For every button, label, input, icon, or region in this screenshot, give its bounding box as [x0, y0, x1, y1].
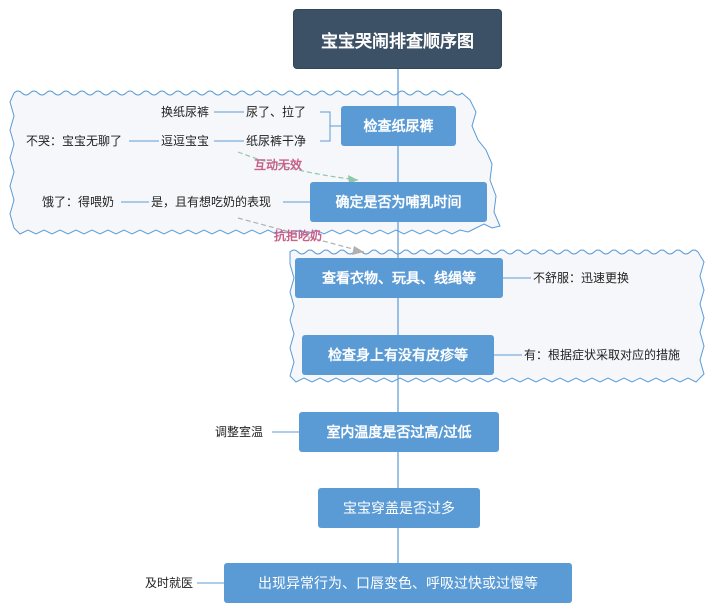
relationship-refuse-milk[interactable]: 抗拒吃奶 [274, 229, 323, 243]
step-check-rash[interactable]: 检查身上有没有皮疹等 [302, 335, 494, 375]
step-abnormal-behavior[interactable]: 出现异常行为、口唇变色、呼吸过快或过慢等 [224, 563, 572, 603]
step-room-temperature[interactable]: 室内温度是否过高/过低 [299, 412, 499, 452]
step-clothing-amount[interactable]: 宝宝穿盖是否过多 [318, 488, 480, 528]
step-feeding-time[interactable]: 确定是否为哺乳时间 [310, 182, 487, 222]
branch-wants-milk[interactable]: 是，且有想吃奶的表现 [151, 195, 272, 209]
branch-baby-bored[interactable]: 不哭：宝宝无聊了 [26, 134, 123, 148]
branch-uncomfortable-change[interactable]: 不舒服：迅速更换 [533, 271, 630, 285]
branch-hungry-feed[interactable]: 饿了：得喂奶 [42, 195, 115, 209]
branch-play-with-baby[interactable]: 逗逗宝宝 [161, 134, 210, 148]
branch-adjust-temperature[interactable]: 调整室温 [215, 425, 264, 439]
root-topic[interactable]: 宝宝哭闹排查顺序图 [294, 10, 501, 68]
branch-peed-pooped[interactable]: 尿了、拉了 [246, 105, 307, 119]
step-check-diaper[interactable]: 检查纸尿裤 [341, 106, 456, 146]
step-check-clothes[interactable]: 查看衣物、玩具、线绳等 [295, 258, 503, 298]
branch-see-doctor[interactable]: 及时就医 [145, 576, 194, 590]
branch-change-diaper[interactable]: 换纸尿裤 [161, 105, 210, 119]
branch-rash-treatment[interactable]: 有：根据症状采取对应的措施 [524, 348, 681, 362]
branch-diaper-clean[interactable]: 纸尿裤干净 [246, 134, 307, 148]
relationship-interaction-ineffective[interactable]: 互动无效 [254, 158, 303, 172]
